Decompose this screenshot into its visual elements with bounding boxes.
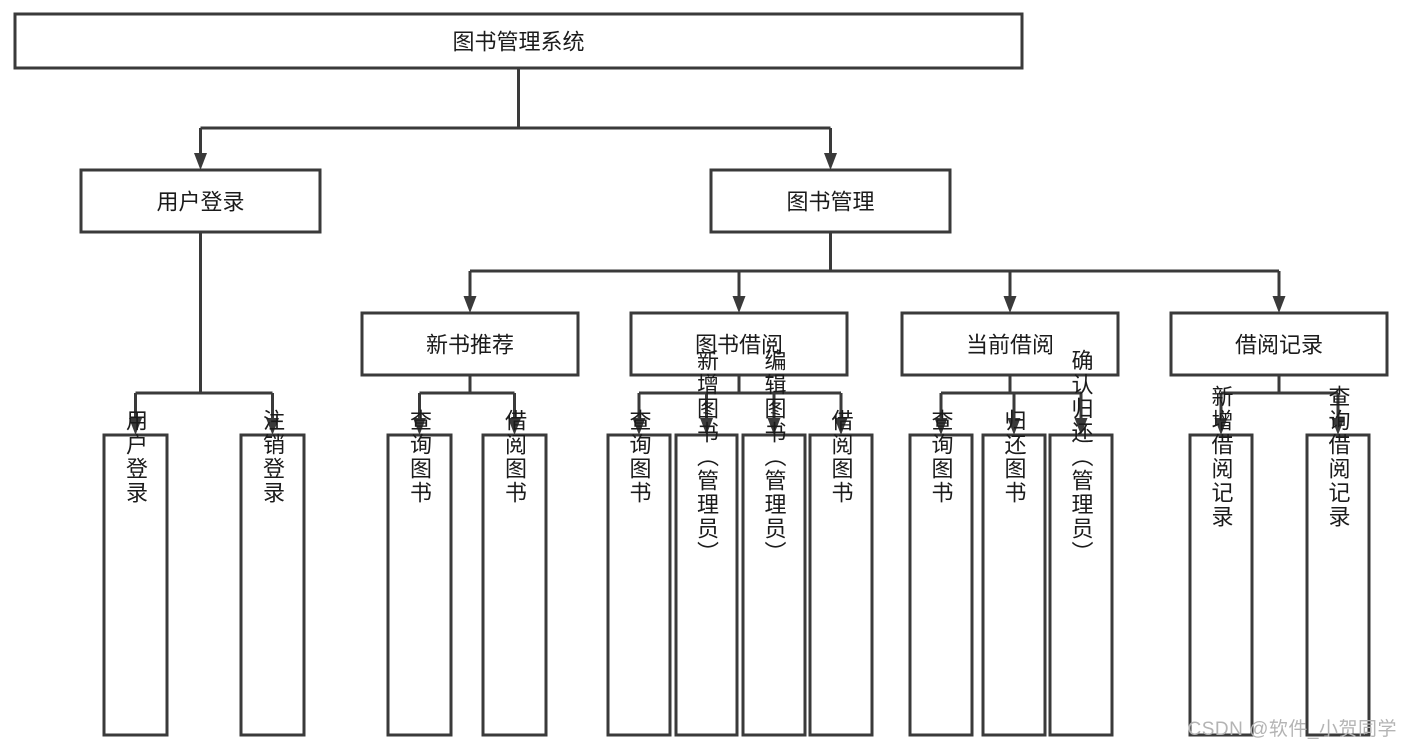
node-box-new-book-rec (360, 311, 580, 377)
arrow-head-leaf-edit-book (767, 418, 781, 435)
node-label-leaf-query-book-1: 查询图书 (407, 409, 432, 505)
node-box-borrow-record (1169, 311, 1389, 377)
node-label-root: 图书管理系统 (452, 30, 584, 55)
node-box-user-login (79, 168, 322, 234)
node-box-leaf-add-record (1188, 433, 1254, 737)
node-label-leaf-borrow-book-1: 借阅图书 (502, 409, 527, 505)
csdn-watermark: CSDN @软件_小贺同学 (1187, 719, 1397, 740)
node-leaf-query-record[interactable]: 查询借阅记录 (1305, 385, 1371, 737)
connector-group-book-manage (463, 232, 1286, 313)
node-box-leaf-query-book-2 (606, 433, 672, 737)
arrow-head-leaf-query-book-1 (413, 418, 426, 435)
node-new-book-rec[interactable]: 新书推荐 (360, 311, 580, 377)
node-label-leaf-query-book-3: 查询图书 (929, 409, 954, 505)
node-label-leaf-borrow-book-2: 借阅图书 (829, 409, 854, 505)
arrow-head-leaf-user-login (129, 418, 142, 435)
arrow-head-current-borrow (1003, 296, 1017, 313)
node-box-root (13, 12, 1024, 70)
connector-group-book-borrow (632, 375, 848, 435)
node-label-leaf-confirm-return: 确认归还（管理员） (1069, 349, 1094, 565)
node-leaf-logout[interactable]: 注销登录 (239, 409, 306, 737)
node-label-new-book-rec: 新书推荐 (426, 333, 514, 358)
node-user-login[interactable]: 用户登录 (79, 168, 322, 234)
node-label-current-borrow: 当前借阅 (966, 333, 1054, 358)
node-leaf-return-book[interactable]: 归还图书 (981, 409, 1047, 737)
arrow-head-leaf-add-record (1214, 418, 1228, 435)
arrow-head-leaf-logout (266, 418, 279, 435)
node-box-leaf-query-record (1305, 433, 1371, 737)
node-label-leaf-user-login: 用户登录 (123, 409, 148, 505)
arrow-head-leaf-return-book (1007, 418, 1021, 435)
node-leaf-query-book-3[interactable]: 查询图书 (908, 409, 974, 737)
arrow-head-borrow-record (1272, 296, 1286, 313)
node-book-manage[interactable]: 图书管理 (709, 168, 952, 234)
node-box-leaf-query-book-3 (908, 433, 974, 737)
node-leaf-borrow-book-1[interactable]: 借阅图书 (481, 409, 548, 737)
arrow-head-new-book-rec (463, 296, 477, 313)
node-leaf-borrow-book-2[interactable]: 借阅图书 (808, 409, 874, 737)
node-label-leaf-query-record: 查询借阅记录 (1326, 385, 1351, 529)
arrow-head-leaf-query-book-3 (934, 418, 948, 435)
node-box-leaf-confirm-return (1048, 433, 1114, 737)
arrow-head-leaf-add-book (700, 418, 713, 435)
node-label-borrow-record: 借阅记录 (1235, 333, 1323, 358)
arrow-head-user-login (194, 153, 207, 170)
node-label-leaf-add-record: 新增借阅记录 (1209, 385, 1234, 529)
arrow-head-leaf-borrow-book-1 (508, 418, 521, 435)
node-label-book-manage: 图书管理 (786, 190, 874, 215)
node-label-user-login: 用户登录 (156, 190, 244, 215)
node-box-leaf-user-login (102, 433, 169, 737)
node-label-leaf-add-book: 新增图书（管理员） (694, 349, 719, 565)
arrow-head-leaf-query-book-2 (632, 418, 646, 435)
node-leaf-query-book-2[interactable]: 查询图书 (606, 409, 672, 737)
node-label-book-borrow: 图书借阅 (695, 333, 783, 358)
node-box-leaf-edit-book (741, 433, 807, 737)
node-box-current-borrow (900, 311, 1120, 377)
node-label-leaf-logout: 注销登录 (260, 409, 285, 505)
arrow-head-leaf-query-record (1331, 418, 1345, 435)
node-box-leaf-add-book (674, 433, 739, 737)
node-box-leaf-logout (239, 433, 306, 737)
node-label-leaf-return-book: 归还图书 (1002, 409, 1027, 505)
node-box-book-borrow (629, 311, 849, 377)
node-leaf-add-record[interactable]: 新增借阅记录 (1188, 385, 1254, 737)
node-box-book-manage (709, 168, 952, 234)
node-leaf-query-book-1[interactable]: 查询图书 (386, 409, 453, 737)
connector-layer (129, 68, 1345, 435)
node-current-borrow[interactable]: 当前借阅 (900, 311, 1120, 377)
node-leaf-edit-book[interactable]: 编辑图书（管理员） (741, 349, 807, 737)
node-box-leaf-borrow-book-1 (481, 433, 548, 737)
connector-group-user-login (129, 232, 279, 435)
node-root[interactable]: 图书管理系统 (13, 12, 1024, 70)
node-leaf-confirm-return[interactable]: 确认归还（管理员） (1048, 349, 1114, 737)
arrow-head-book-manage (824, 153, 837, 170)
node-label-leaf-query-book-2: 查询图书 (627, 409, 652, 505)
node-leaf-user-login[interactable]: 用户登录 (102, 409, 169, 737)
connector-group-current-borrow (934, 375, 1088, 435)
node-layer: 图书管理系统用户登录图书管理新书推荐图书借阅当前借阅借阅记录用户登录注销登录查询… (13, 12, 1389, 737)
node-borrow-record[interactable]: 借阅记录 (1169, 311, 1389, 377)
connector-group-borrow-record (1214, 375, 1345, 435)
node-box-leaf-borrow-book-2 (808, 433, 874, 737)
arrow-head-leaf-confirm-return (1074, 418, 1088, 435)
node-label-leaf-edit-book: 编辑图书（管理员） (762, 349, 787, 565)
arrow-head-leaf-borrow-book-2 (834, 418, 848, 435)
node-box-leaf-query-book-1 (386, 433, 453, 737)
arrow-head-book-borrow (732, 296, 746, 313)
node-box-leaf-return-book (981, 433, 1047, 737)
connector-group-new-book-rec (413, 375, 521, 435)
connector-group-root (194, 68, 837, 170)
node-book-borrow[interactable]: 图书借阅 (629, 311, 849, 377)
node-leaf-add-book[interactable]: 新增图书（管理员） (674, 349, 739, 737)
